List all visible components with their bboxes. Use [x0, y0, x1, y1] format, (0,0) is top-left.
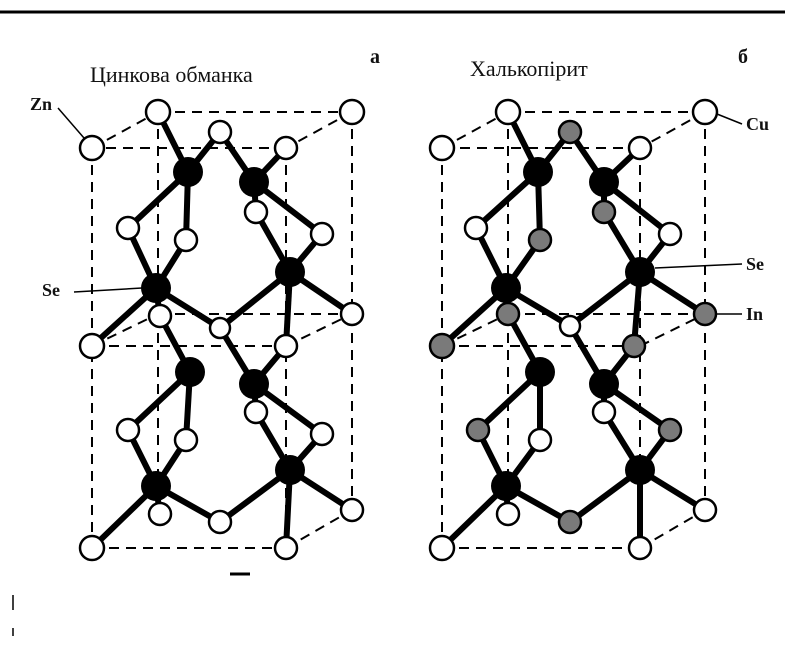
cu-atom: [627, 535, 653, 561]
zn-atom: [115, 215, 141, 241]
in-atom: [527, 227, 553, 253]
zn-atom: [309, 221, 335, 247]
se-atom: [525, 357, 555, 387]
se-atom: [523, 157, 553, 187]
zn-atom: [339, 301, 365, 327]
cu-atom: [627, 135, 653, 161]
zn-atom: [273, 535, 299, 561]
in-atom: [591, 199, 617, 225]
cu-atom: [428, 134, 456, 162]
zn-atom: [309, 421, 335, 447]
zinc-blende-structure: [57, 98, 366, 562]
zinc-blende-title: Цинкова обманка: [90, 62, 253, 87]
se-atom: [625, 257, 655, 287]
cu-atom: [692, 497, 718, 523]
se-atom: [491, 273, 521, 303]
cu-label: Cu: [746, 114, 770, 134]
left-zn-atoms: [78, 98, 366, 562]
zn-atom: [147, 501, 173, 527]
cu-atom: [527, 427, 553, 453]
cu-atom: [657, 221, 683, 247]
in-atom: [657, 417, 683, 443]
zn-atom: [78, 134, 106, 162]
se-atom: [141, 273, 171, 303]
zn-atom: [78, 332, 106, 360]
se-atom: [491, 471, 521, 501]
panel-letter-b: б: [738, 46, 748, 68]
zn-atom: [273, 333, 299, 359]
zn-atom: [78, 534, 106, 562]
se-atom: [175, 357, 205, 387]
right-se-leader-line: [654, 263, 743, 269]
se-atom: [275, 455, 305, 485]
in-atom: [495, 301, 521, 327]
zn-atom: [339, 497, 365, 523]
zn-leader-line: [57, 107, 85, 139]
in-atom: [621, 333, 647, 359]
zn-atom: [147, 303, 173, 329]
right-se-label: Se: [746, 254, 764, 274]
cu-leader-line: [716, 113, 743, 125]
cu-atom: [691, 98, 719, 126]
zn-label: Zn: [30, 94, 53, 114]
se-atom: [239, 369, 269, 399]
left-se-label: Se: [42, 280, 60, 300]
zn-atom: [207, 119, 233, 145]
zn-atom: [173, 427, 199, 453]
left-se-leader-line: [73, 287, 143, 293]
se-atom: [625, 455, 655, 485]
zn-atom: [273, 135, 299, 161]
in-atom: [428, 332, 456, 360]
cu-atom: [428, 534, 456, 562]
cu-atom: [495, 501, 521, 527]
cu-atom: [463, 215, 489, 241]
chalcopyrite-structure: [428, 98, 743, 562]
in-atom: [465, 417, 491, 443]
in-atom: [557, 509, 583, 535]
se-atom: [589, 369, 619, 399]
se-atom: [141, 471, 171, 501]
cu-atom: [494, 98, 522, 126]
in-atom: [692, 301, 718, 327]
cu-atom: [591, 399, 617, 425]
left-se-atoms: [141, 157, 305, 501]
se-atom: [275, 257, 305, 287]
zn-atom: [173, 227, 199, 253]
cu-atom: [558, 314, 582, 338]
zn-atom: [243, 399, 269, 425]
zn-atom: [243, 199, 269, 225]
zn-atom: [115, 417, 141, 443]
zn-atom: [208, 316, 232, 340]
right-se-atoms: [491, 157, 655, 501]
right-cu-in-atoms: [428, 98, 719, 562]
se-atom: [173, 157, 203, 187]
se-atom: [239, 167, 269, 197]
se-atom: [589, 167, 619, 197]
left-unit-cell-edges: [91, 111, 353, 549]
in-label: In: [746, 304, 764, 324]
chalcopyrite-title: Халькопірит: [470, 56, 588, 81]
panel-letter-a: а: [370, 46, 380, 68]
zn-atom: [338, 98, 366, 126]
in-atom: [557, 119, 583, 145]
zn-atom: [144, 98, 172, 126]
zn-atom: [207, 509, 233, 535]
